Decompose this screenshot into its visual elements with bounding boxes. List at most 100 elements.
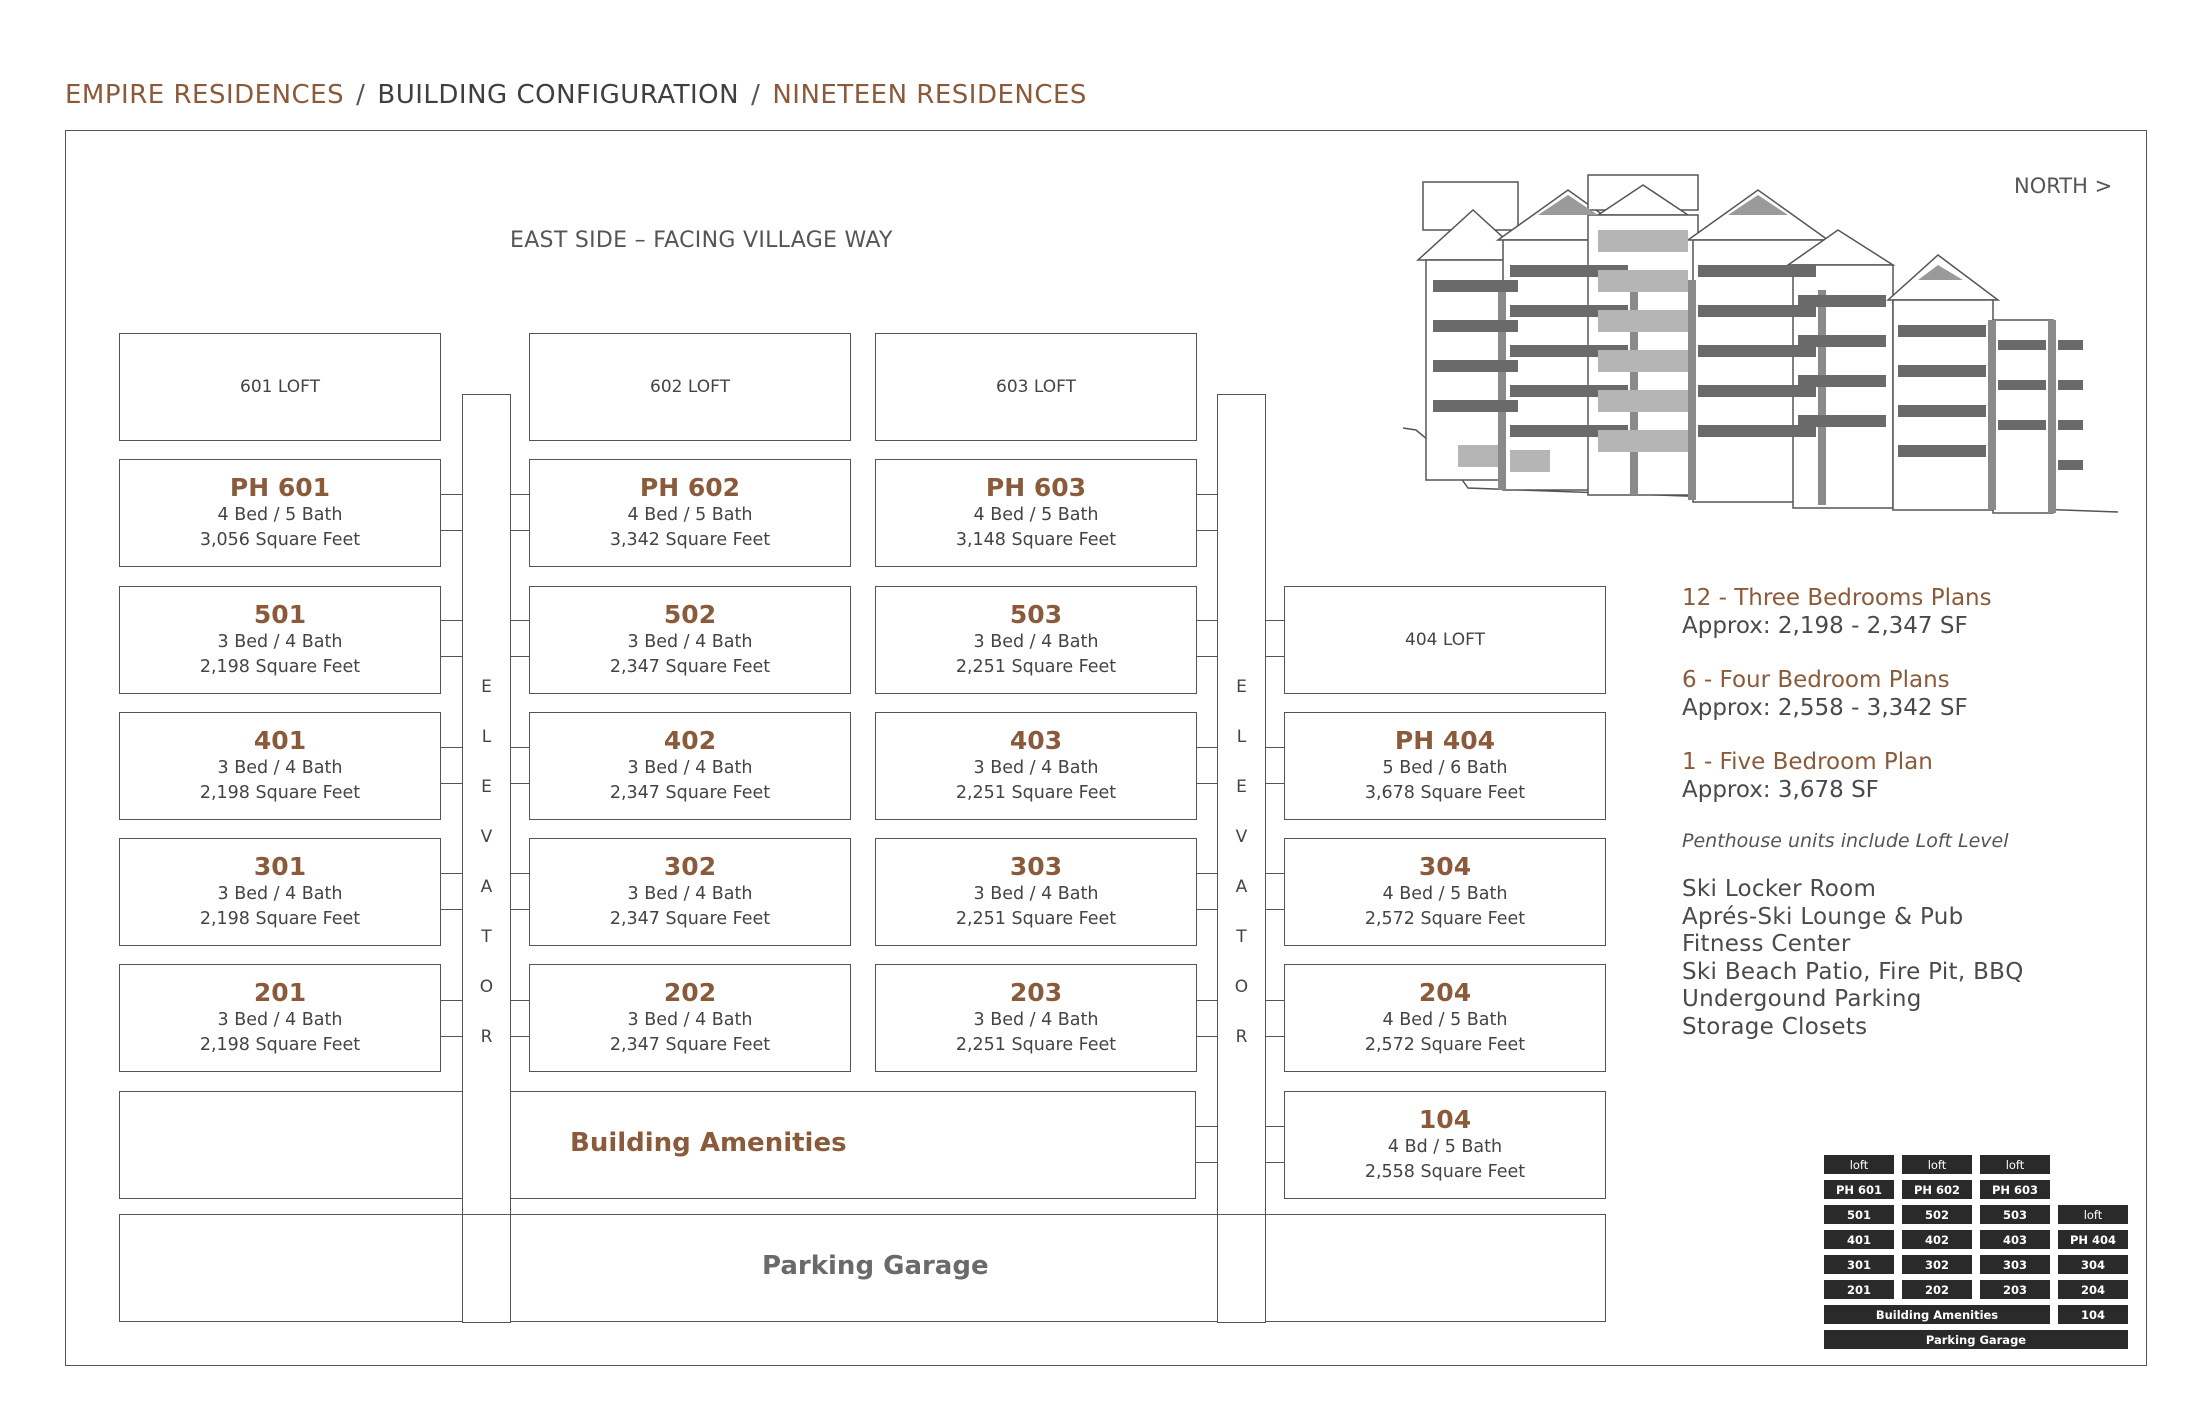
unit-square-feet: 2,572 Square Feet <box>1364 909 1526 929</box>
elevator-letter: E <box>481 777 492 797</box>
plan-summary-three-bedroom: 12 - Three Bedrooms Plans <box>1682 585 1992 611</box>
corridor-line <box>440 909 462 910</box>
key-map-ph601: PH 601 <box>1824 1180 1894 1199</box>
unit-bed-bath: 3 Bed / 4 Bath <box>973 632 1099 652</box>
unit-square-feet: 3,148 Square Feet <box>955 530 1117 550</box>
corridor-line <box>1195 747 1217 748</box>
unit-square-feet: 3,678 Square Feet <box>1364 783 1526 803</box>
unit-204: 204 4 Bed / 5 Bath 2,572 Square Feet <box>1284 964 1606 1072</box>
unit-square-feet: 2,251 Square Feet <box>955 783 1117 803</box>
unit-bed-bath: 3 Bed / 4 Bath <box>973 758 1099 778</box>
key-map-amenities: Building Amenities <box>1824 1305 2050 1324</box>
corridor-line <box>1266 747 1285 748</box>
building-amenities-block <box>510 1091 1196 1199</box>
elevator-right: E L E V A T O R <box>1217 394 1266 1323</box>
elevator-letter: T <box>481 927 492 947</box>
amenity-item: Fitness Center <box>1682 931 1851 957</box>
corridor-line <box>440 1000 462 1001</box>
corridor-line <box>440 747 462 748</box>
elevator-letter: T <box>1236 927 1247 947</box>
corridor-line <box>511 747 530 748</box>
plan-approx-three-bedroom: Approx: 2,198 - 2,347 SF <box>1682 613 1968 639</box>
elevator-letter: L <box>481 727 492 747</box>
unit-square-feet: 2,347 Square Feet <box>609 909 771 929</box>
unit-square-feet: 2,198 Square Feet <box>199 1035 361 1055</box>
corridor-line <box>511 656 530 657</box>
unit-square-feet: 3,342 Square Feet <box>609 530 771 550</box>
key-map-202: 202 <box>1902 1280 1972 1299</box>
breadcrumb-section: BUILDING CONFIGURATION <box>377 80 740 110</box>
key-map-301: 301 <box>1824 1255 1894 1274</box>
unit-ph404: PH 404 5 Bed / 6 Bath 3,678 Square Feet <box>1284 712 1606 820</box>
corridor-line <box>1266 783 1285 784</box>
elevator-letter: E <box>481 677 492 697</box>
corridor-line <box>1266 656 1285 657</box>
unit-square-feet: 2,251 Square Feet <box>955 657 1117 677</box>
unit-square-feet: 2,347 Square Feet <box>609 1035 771 1055</box>
key-map-401: 401 <box>1824 1230 1894 1249</box>
key-map-loft: loft <box>2058 1205 2128 1224</box>
elevator-letter: E <box>1236 677 1247 697</box>
unit-bed-bath: 4 Bd / 5 Bath <box>1387 1137 1503 1157</box>
corridor-line <box>1195 1126 1217 1127</box>
unit-304: 304 4 Bed / 5 Bath 2,572 Square Feet <box>1284 838 1606 946</box>
key-map-501: 501 <box>1824 1205 1894 1224</box>
key-map-303: 303 <box>1980 1255 2050 1274</box>
unit-number: PH 601 <box>229 473 331 502</box>
corridor-line <box>1195 909 1217 910</box>
parking-garage-label: Parking Garage <box>762 1251 989 1281</box>
corridor-line <box>511 494 530 495</box>
key-map-503: 503 <box>1980 1205 2050 1224</box>
unit-bed-bath: 4 Bed / 5 Bath <box>627 505 753 525</box>
penthouse-note: Penthouse units include Loft Level <box>1682 830 2009 852</box>
unit-number: 304 <box>1418 852 1472 881</box>
elevator-letter: A <box>480 877 493 897</box>
corridor-line <box>1195 1036 1217 1037</box>
unit-bed-bath: 3 Bed / 4 Bath <box>627 884 753 904</box>
plan-approx-four-bedroom: Approx: 2,558 - 3,342 SF <box>1682 695 1968 721</box>
unit-number: 202 <box>663 978 717 1007</box>
corridor-line <box>511 530 530 531</box>
corridor-line <box>1195 873 1217 874</box>
corridor-line <box>511 873 530 874</box>
elevator-letter: R <box>1235 1027 1248 1047</box>
corridor-line <box>1266 620 1285 621</box>
corridor-line <box>511 620 530 621</box>
unit-number: 501 <box>253 600 307 629</box>
corridor-line <box>440 1036 462 1037</box>
unit-square-feet: 2,347 Square Feet <box>609 657 771 677</box>
unit-bed-bath: 3 Bed / 4 Bath <box>217 884 343 904</box>
elevator-letter: V <box>1235 827 1248 847</box>
corridor-line <box>440 620 462 621</box>
amenity-item: Ski Beach Patio, Fire Pit, BBQ <box>1682 958 2024 985</box>
unit-square-feet: 2,198 Square Feet <box>199 657 361 677</box>
amenity-item: Ski Locker Room <box>1682 876 1877 902</box>
corridor-line <box>1195 656 1217 657</box>
breadcrumb-project: EMPIRE RESIDENCES <box>65 80 345 110</box>
unit-203: 203 3 Bed / 4 Bath 2,251 Square Feet <box>875 964 1197 1072</box>
elevator-letter: E <box>1236 777 1247 797</box>
loft-label: 601 LOFT <box>240 377 320 397</box>
unit-number: 403 <box>1009 726 1063 755</box>
corridor-line <box>511 1000 530 1001</box>
key-map-203: 203 <box>1980 1280 2050 1299</box>
key-map-403: 403 <box>1980 1230 2050 1249</box>
corridor-line <box>1195 530 1217 531</box>
corridor-line <box>440 530 462 531</box>
corridor-line <box>1266 1126 1285 1127</box>
unit-402: 402 3 Bed / 4 Bath 2,347 Square Feet <box>529 712 851 820</box>
unit-bed-bath: 4 Bed / 5 Bath <box>973 505 1099 525</box>
unit-bed-bath: 4 Bed / 5 Bath <box>217 505 343 525</box>
elevator-letter: V <box>480 827 493 847</box>
plan-approx-five-bedroom: Approx: 3,678 SF <box>1682 777 1879 803</box>
breadcrumb-separator: / <box>751 80 761 110</box>
key-map-loft: loft <box>1902 1155 1972 1174</box>
unit-302: 302 3 Bed / 4 Bath 2,347 Square Feet <box>529 838 851 946</box>
unit-square-feet: 2,347 Square Feet <box>609 783 771 803</box>
unit-bed-bath: 3 Bed / 4 Bath <box>217 1010 343 1030</box>
elevator-letter: O <box>1234 977 1249 997</box>
amenity-item: Aprés-Ski Lounge & Pub <box>1682 903 1964 930</box>
unit-number: 104 <box>1418 1105 1472 1134</box>
unit-number: PH 404 <box>1394 726 1496 755</box>
unit-number: 401 <box>253 726 307 755</box>
